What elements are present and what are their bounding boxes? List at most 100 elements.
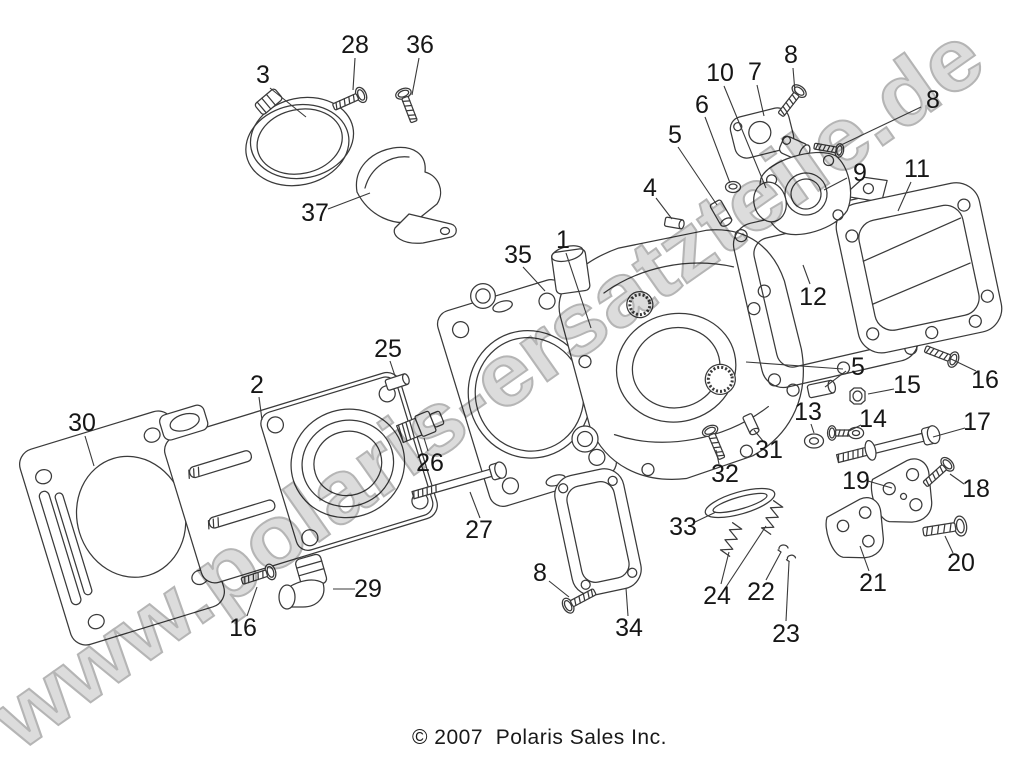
leader-line-14 xyxy=(849,425,861,431)
leader-line-33 xyxy=(695,512,716,522)
callout-34: 34 xyxy=(615,614,643,642)
part-screw-16-right-drawing xyxy=(921,340,962,370)
leader-line-5 xyxy=(825,371,846,387)
leader-line-5 xyxy=(678,147,717,205)
callout-1: 1 xyxy=(556,226,570,254)
part-clip-23-drawing xyxy=(785,554,797,563)
callout-10: 10 xyxy=(706,59,734,87)
callout-31: 31 xyxy=(755,436,783,464)
leader-line-16 xyxy=(951,359,976,371)
part-screw-28-drawing xyxy=(329,84,370,116)
leader-line-7 xyxy=(757,85,764,116)
callout-24: 24 xyxy=(703,582,731,610)
part-elbow-fitting-drawing xyxy=(279,553,328,609)
part-cylinder-drawing xyxy=(154,346,441,586)
callout-2: 2 xyxy=(250,371,264,399)
leader-line-37 xyxy=(328,193,370,209)
leader-line-17 xyxy=(933,428,965,437)
leader-line-32 xyxy=(716,450,719,464)
callout-4: 4 xyxy=(643,174,657,202)
leader-line-2 xyxy=(259,397,262,420)
leader-line-18 xyxy=(950,474,964,484)
part-clip-22-drawing xyxy=(777,544,789,553)
callout-20: 20 xyxy=(947,549,975,577)
leader-line-24 xyxy=(726,526,766,587)
part-threaded-fitting-drawing xyxy=(396,407,446,444)
callout-35: 35 xyxy=(504,241,532,269)
part-seal-drawing xyxy=(571,425,599,453)
part-nut-15-drawing xyxy=(849,387,866,405)
part-seal-drawing xyxy=(470,283,496,309)
leader-line-5 xyxy=(746,362,843,369)
leader-line-24 xyxy=(721,552,729,584)
part-washer-13-drawing xyxy=(803,433,825,449)
part-oval-gasket-drawing xyxy=(750,179,791,226)
callout-11: 11 xyxy=(904,155,930,183)
leader-line-20 xyxy=(945,536,953,553)
leader-line-12 xyxy=(803,265,810,284)
watermark-text: www.polaris-ersatzteile.de xyxy=(0,5,1000,765)
leader-line-8 xyxy=(549,581,569,597)
copyright-text: © 2007 Polaris Sales Inc. xyxy=(412,726,667,749)
callout-5: 5 xyxy=(851,353,865,381)
leader-line-27 xyxy=(470,492,480,518)
callout-29: 29 xyxy=(354,575,382,603)
leader-line-9 xyxy=(824,178,847,190)
part-clamp-drawing xyxy=(234,74,363,195)
callout-8: 8 xyxy=(784,41,798,69)
leader-line-23 xyxy=(786,562,789,621)
leader-line-3 xyxy=(270,88,306,117)
callout-19: 19 xyxy=(842,467,870,495)
leader-line-8 xyxy=(793,68,795,92)
callout-17: 17 xyxy=(963,408,991,436)
leader-line-6 xyxy=(705,117,730,183)
leader-line-22 xyxy=(766,552,781,580)
callout-36: 36 xyxy=(406,31,434,59)
callout-32: 32 xyxy=(711,460,739,488)
callout-16: 16 xyxy=(971,366,999,394)
leader-line-28 xyxy=(353,58,355,90)
callout-7: 7 xyxy=(748,58,762,86)
part-intake-boot-drawing xyxy=(356,147,456,243)
leader-line-31 xyxy=(754,430,763,441)
part-cylinder-head-drawing xyxy=(544,197,825,498)
callout-12: 12 xyxy=(799,283,827,311)
leader-line-13 xyxy=(811,424,814,433)
part-dowel-5-right-drawing xyxy=(806,379,838,399)
callout-37: 37 xyxy=(301,199,329,227)
callout-8: 8 xyxy=(533,559,547,587)
part-spring-24a-drawing xyxy=(718,521,744,557)
part-bolt-17-drawing xyxy=(834,423,943,468)
callout-22: 22 xyxy=(747,578,775,606)
callout-21: 21 xyxy=(859,569,887,597)
leader-line-30 xyxy=(85,436,94,466)
callout-18: 18 xyxy=(962,475,990,503)
part-screw-36-drawing xyxy=(393,85,423,126)
leader-line-21 xyxy=(860,546,869,571)
callout-5: 5 xyxy=(668,121,682,149)
leader-line-4 xyxy=(656,198,672,219)
callout-3: 3 xyxy=(256,61,270,89)
callout-26: 26 xyxy=(416,449,444,477)
callout-30: 30 xyxy=(68,409,96,437)
leader-line-25 xyxy=(390,361,395,376)
part-side-cover-drawing xyxy=(551,465,645,599)
part-cap-drawing xyxy=(726,182,741,193)
part-rocker-arm-21-drawing xyxy=(821,495,891,566)
callout-13: 13 xyxy=(794,398,822,426)
leader-line-34 xyxy=(626,588,628,616)
leader-line-15 xyxy=(868,389,894,394)
leader-line-26 xyxy=(424,438,428,451)
part-screw-20-drawing xyxy=(920,514,969,543)
leader-line-19 xyxy=(868,481,892,488)
callout-9: 9 xyxy=(853,159,867,187)
callout-14: 14 xyxy=(859,405,887,433)
callout-33: 33 xyxy=(669,513,697,541)
leader-line-16 xyxy=(247,587,257,616)
leader-line-1 xyxy=(566,253,591,328)
callout-25: 25 xyxy=(374,335,402,363)
callout-27: 27 xyxy=(465,516,493,544)
